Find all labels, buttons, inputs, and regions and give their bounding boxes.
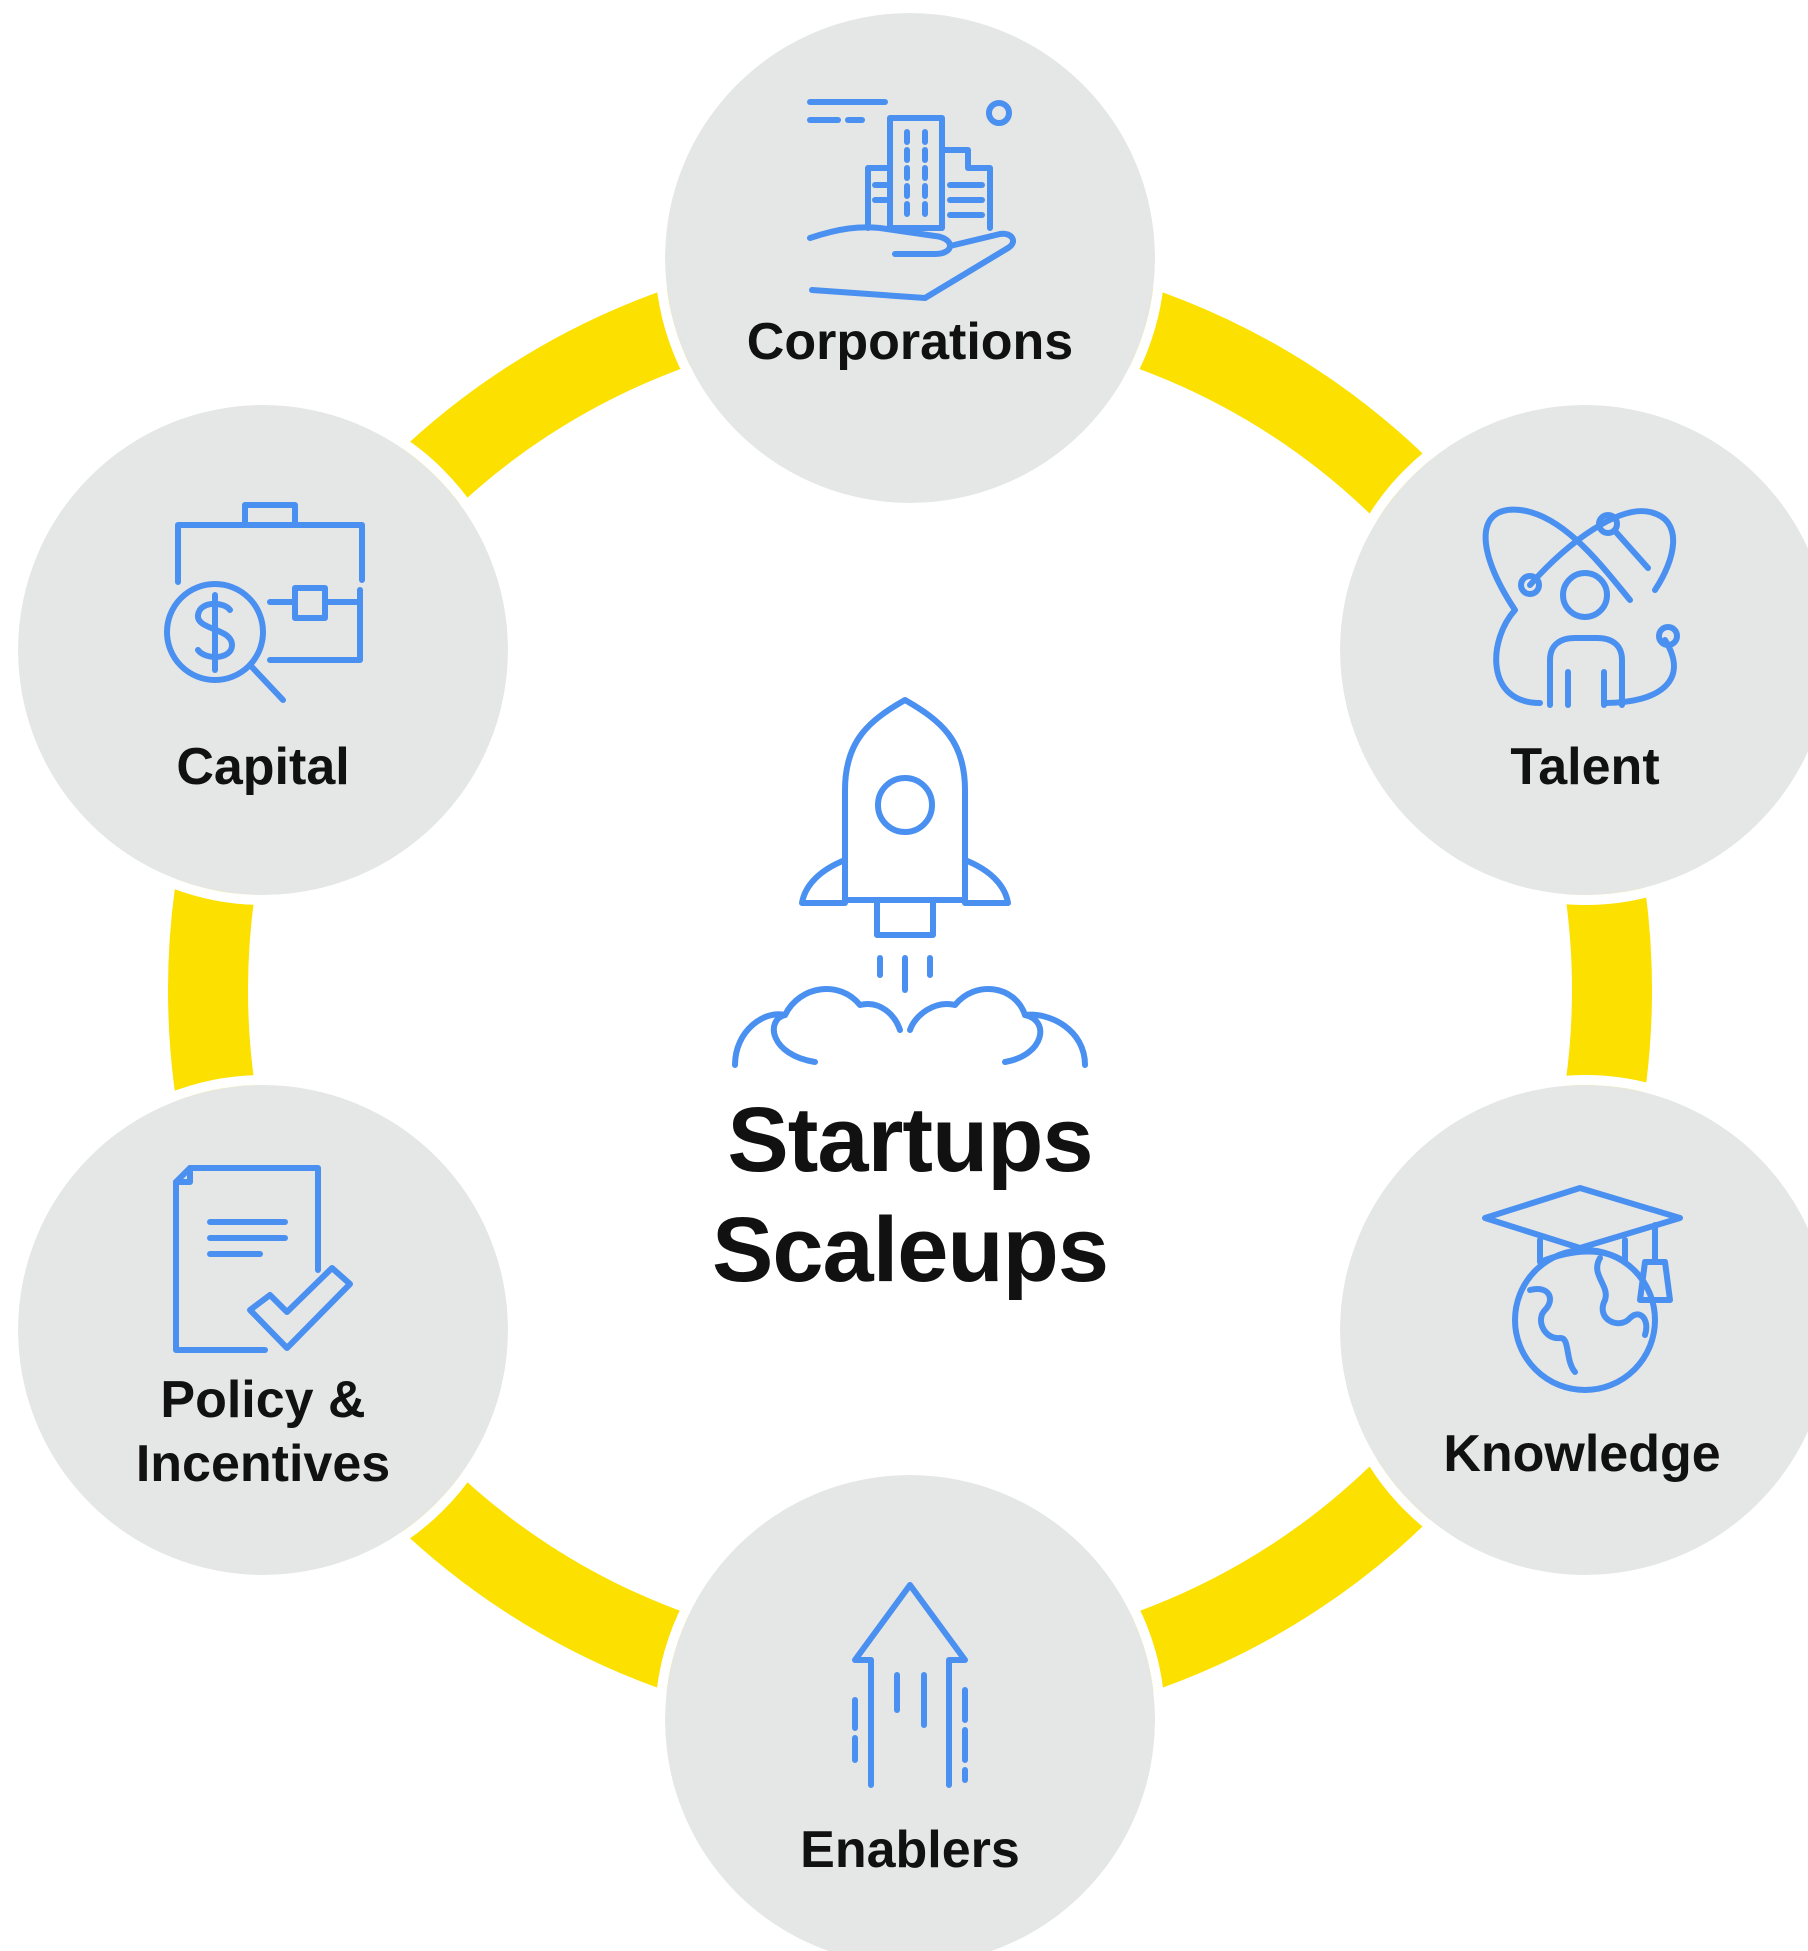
rocket-icon xyxy=(732,697,1088,1068)
policy-label-line2: Incentives xyxy=(135,1435,391,1493)
corporations-label: Corporations xyxy=(746,313,1074,371)
hand-buildings-icon xyxy=(807,99,1016,301)
node-circle-talent xyxy=(1340,405,1808,895)
person-network-icon xyxy=(1482,506,1680,708)
node-circle-policy xyxy=(18,1085,508,1575)
node-circle-knowledge xyxy=(1340,1085,1808,1575)
document-check-icon xyxy=(173,1165,353,1353)
center-title-line2: Scaleups xyxy=(712,1199,1109,1301)
graduation-globe-icon xyxy=(1482,1185,1683,1393)
capital-label: Capital xyxy=(176,738,350,796)
policy-label-line1: Policy & xyxy=(160,1371,366,1429)
node-circle-capital xyxy=(18,405,508,895)
briefcase-dollar-icon xyxy=(164,502,365,703)
node-circle-enablers xyxy=(665,1475,1155,1951)
up-arrow-icon xyxy=(852,1582,968,1788)
center-title: Startups Scaleups xyxy=(610,1085,1210,1305)
node-circle-corporations xyxy=(665,13,1155,503)
center-title-line1: Startups xyxy=(727,1089,1093,1191)
knowledge-label: Knowledge xyxy=(1443,1425,1721,1483)
enablers-label: Enablers xyxy=(800,1821,1020,1879)
policy-label: Policy & Incentives xyxy=(63,1368,463,1496)
talent-label: Talent xyxy=(1510,738,1660,796)
